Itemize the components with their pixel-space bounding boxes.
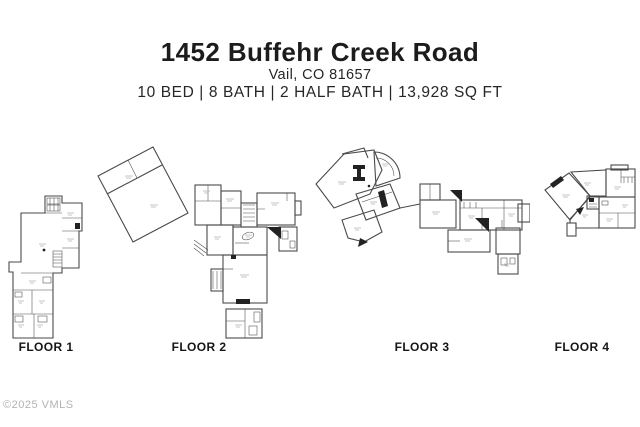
property-specs: 10 BED | 8 BATH | 2 HALF BATH | 13,928 S… bbox=[137, 84, 503, 101]
mls-watermark: ©2025 VMLS bbox=[3, 399, 74, 411]
floor-4-label: FLOOR 4 bbox=[554, 340, 610, 354]
floor-1-plan bbox=[8, 195, 83, 339]
floor-3-label: FLOOR 3 bbox=[394, 340, 450, 354]
floor-4-plan bbox=[544, 164, 636, 237]
floor-3-plan bbox=[315, 147, 530, 275]
floor-2-plan bbox=[97, 146, 302, 339]
address-subtitle: Vail, CO 81657 bbox=[268, 67, 372, 83]
floor-1-label: FLOOR 1 bbox=[18, 340, 74, 354]
page-title: 1452 Buffehr Creek Road bbox=[160, 37, 480, 67]
floor-2-label: FLOOR 2 bbox=[171, 340, 227, 354]
